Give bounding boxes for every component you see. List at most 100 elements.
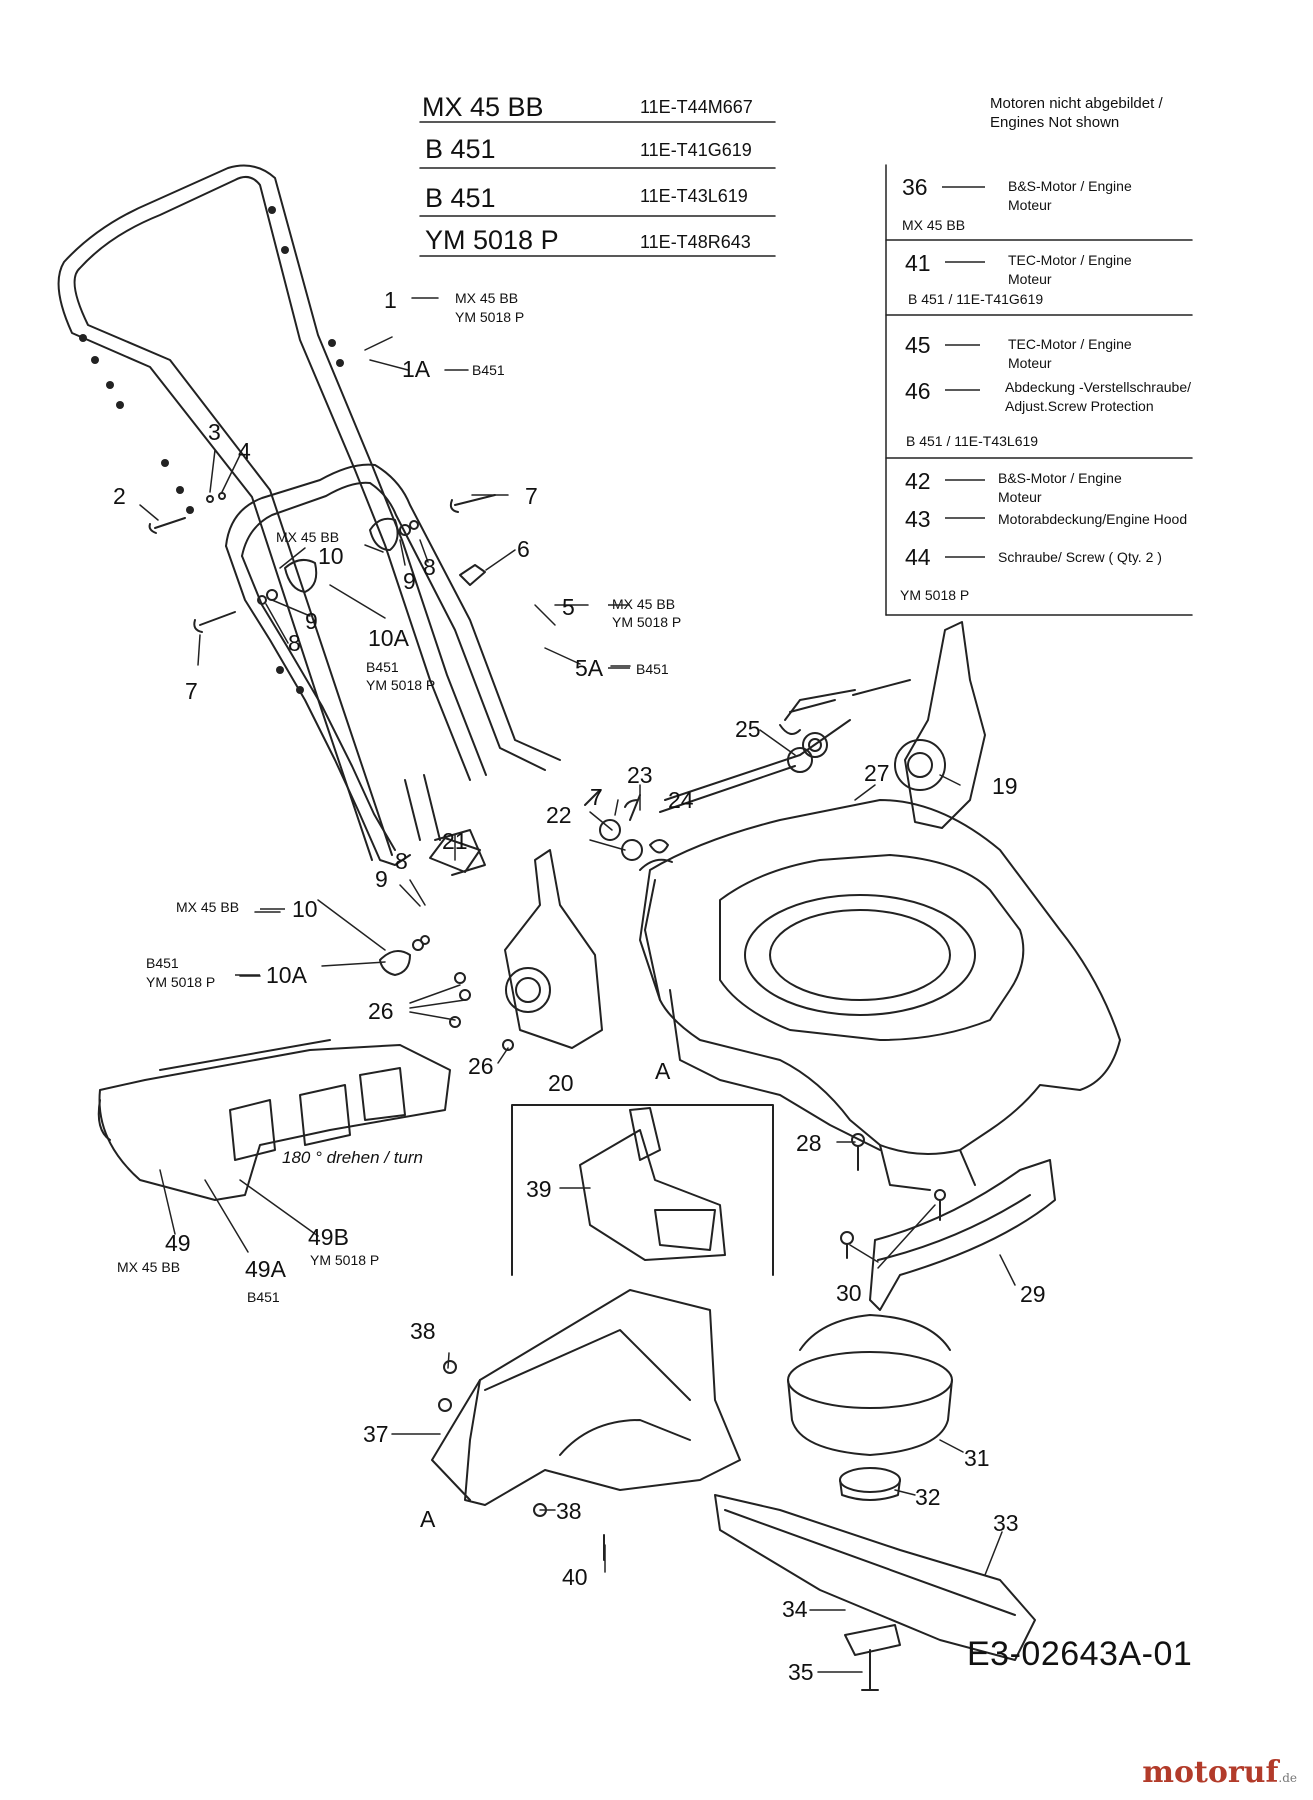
callout-label: 1A xyxy=(402,356,431,382)
callout-model: B451 xyxy=(146,955,179,971)
engine-table-frame xyxy=(885,164,1193,616)
inset-39-drawing xyxy=(511,1104,774,1276)
engine-part-desc: Adjust.Screw Protection xyxy=(1005,398,1154,414)
callout-label: 7 xyxy=(185,678,198,704)
callout-label: 25 xyxy=(735,716,761,742)
callout-model: MX 45 BB xyxy=(612,596,676,612)
blade-adapter-drawing xyxy=(787,1314,953,1501)
engine-part-desc: Moteur xyxy=(998,489,1042,505)
callout-label: 23 xyxy=(627,762,653,788)
engine-part-desc: TEC-Motor / Engine xyxy=(1008,252,1132,268)
callout-label: 31 xyxy=(964,1445,990,1471)
engine-part-desc: B&S-Motor / Engine xyxy=(998,470,1122,486)
model-name: YM 5018 P xyxy=(425,225,559,255)
callout-label: 22 xyxy=(546,802,572,828)
engine-part-desc: Abdeckung -Verstellschraube/ xyxy=(1005,379,1191,395)
callout-label: 9 xyxy=(375,866,388,892)
callout-label: 5 xyxy=(562,594,575,620)
callout-model: MX 45 BB xyxy=(276,529,340,545)
motor-note-line1: Motoren nicht abgebildet / xyxy=(990,95,1163,112)
callout-label: 5A xyxy=(575,655,604,681)
engine-part-desc: Motorabdeckung/Engine Hood xyxy=(998,511,1188,527)
engine-part-number: 42 xyxy=(905,468,931,494)
callout-label: 7 xyxy=(525,483,538,509)
engine-part-number: 41 xyxy=(905,250,931,276)
model-code: 11E-T44M667 xyxy=(640,97,753,117)
engine-part-desc: Schraube/ Screw ( Qty. 2 ) xyxy=(998,549,1162,565)
engine-part-number: 45 xyxy=(905,332,931,358)
deflector-drawing xyxy=(840,1133,1056,1311)
callout-model: B451 xyxy=(366,659,399,675)
callout-model: MX 45 BB xyxy=(176,899,240,915)
callout-label: 2 xyxy=(113,483,126,509)
callout-model: B451 xyxy=(247,1289,280,1305)
callout-label: 9 xyxy=(403,568,416,594)
callout-label: 24 xyxy=(668,787,694,813)
callout-label: 39 xyxy=(526,1176,552,1202)
callout-label: 26 xyxy=(368,998,394,1024)
callout-model: YM 5018 P xyxy=(455,309,525,325)
callout-label: 29 xyxy=(1020,1281,1046,1307)
callout-label: 19 xyxy=(992,773,1018,799)
callout-label: 37 xyxy=(363,1421,389,1447)
motoruf-logo[interactable]: motoruf.de xyxy=(1142,1755,1297,1790)
callout-label: 7 xyxy=(590,784,603,810)
callout-label: 49A xyxy=(245,1256,286,1282)
callout-label: 38 xyxy=(556,1498,582,1524)
callout-label: 35 xyxy=(788,1659,814,1685)
model-code: 11E-T48R643 xyxy=(640,232,751,252)
model-code: 11E-T43L619 xyxy=(640,186,748,206)
callout-label: A xyxy=(420,1506,436,1532)
engine-part-desc: Moteur xyxy=(1008,355,1052,371)
leader-lines xyxy=(139,297,1016,1673)
engine-group-model: B 451 / 11E-T43L619 xyxy=(906,433,1039,449)
callout-model: MX 45 BB xyxy=(455,290,519,306)
callout-label: 27 xyxy=(864,760,890,786)
callout-model: YM 5018 P xyxy=(612,614,682,630)
model-name: MX 45 BB xyxy=(422,92,544,122)
callout-label: 10 xyxy=(292,896,318,922)
direction-arrow xyxy=(852,679,911,696)
header-table-rules xyxy=(419,121,776,257)
callout-label: 38 xyxy=(410,1318,436,1344)
rear-flap-drawing xyxy=(431,1289,741,1561)
engine-part-number: 44 xyxy=(905,544,931,570)
callout-label: 10 xyxy=(318,543,344,569)
engine-group-model: MX 45 BB xyxy=(902,217,966,233)
callout-label: 32 xyxy=(915,1484,941,1510)
upper-handle-drawing xyxy=(57,164,487,861)
callout-label: 9 xyxy=(305,608,318,634)
callout-label: 8 xyxy=(395,848,408,874)
callout-label: 49 xyxy=(165,1230,191,1256)
callout-label: 6 xyxy=(517,536,530,562)
engine-group-model: YM 5018 P xyxy=(900,587,970,603)
engine-part-desc: TEC-Motor / Engine xyxy=(1008,336,1132,352)
callout-model: YM 5018 P xyxy=(310,1252,380,1268)
logo-text: motoruf xyxy=(1142,1755,1279,1790)
callout-label: 30 xyxy=(836,1280,862,1306)
rotate-note: 180 ° drehen / turn xyxy=(282,1148,424,1167)
model-code: 11E-T41G619 xyxy=(640,140,752,160)
engine-part-number: 43 xyxy=(905,506,931,532)
handle-holes xyxy=(79,206,344,694)
motor-note-line2: Engines Not shown xyxy=(990,114,1120,131)
callout-label: A xyxy=(655,1058,671,1084)
engine-table-dashes xyxy=(942,186,985,558)
callout-label: 28 xyxy=(796,1130,822,1156)
hardware-drawing xyxy=(148,492,643,1051)
grass-bag-drawing xyxy=(97,1039,451,1201)
engine-part-number: 46 xyxy=(905,378,931,404)
callout-label: 8 xyxy=(288,630,301,656)
callout-label: 1 xyxy=(384,287,397,313)
model-name: B 451 xyxy=(425,134,496,164)
callout-model: B451 xyxy=(636,661,669,677)
callout-label: 40 xyxy=(562,1564,588,1590)
engine-group-model: B 451 / 11E-T41G619 xyxy=(908,291,1044,307)
callout-label: 8 xyxy=(423,554,436,580)
callout-model: B451 xyxy=(472,362,505,378)
callout-label: 21 xyxy=(442,828,468,854)
model-name: B 451 xyxy=(425,183,496,213)
callout-model: YM 5018 P xyxy=(366,677,436,693)
callout-label: 10A xyxy=(266,962,307,988)
callout-label: 10A xyxy=(368,625,409,651)
